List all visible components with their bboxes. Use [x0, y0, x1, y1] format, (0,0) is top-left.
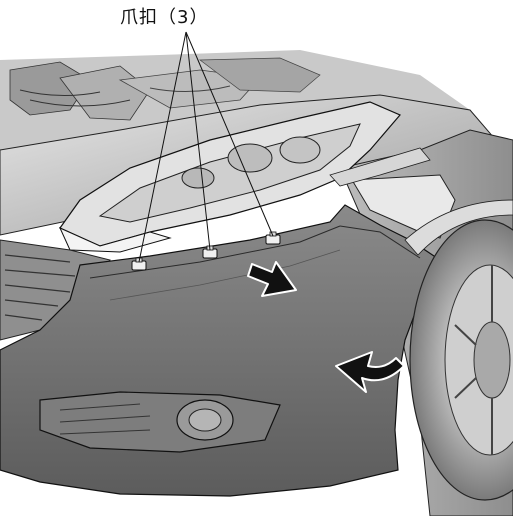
- wheel-arch: [404, 199, 513, 256]
- front-bumper: [0, 204, 441, 497]
- arrow-down-right-icon: [247, 261, 297, 297]
- callout-leader-lines: [138, 31, 274, 263]
- clip-callout-label: 爪扣（3）: [120, 7, 209, 28]
- headlight-assembly: [58, 101, 431, 253]
- fog-light-housing: [39, 391, 281, 453]
- front-wheel: [409, 219, 513, 501]
- curved-arrow-left-icon: [335, 351, 405, 393]
